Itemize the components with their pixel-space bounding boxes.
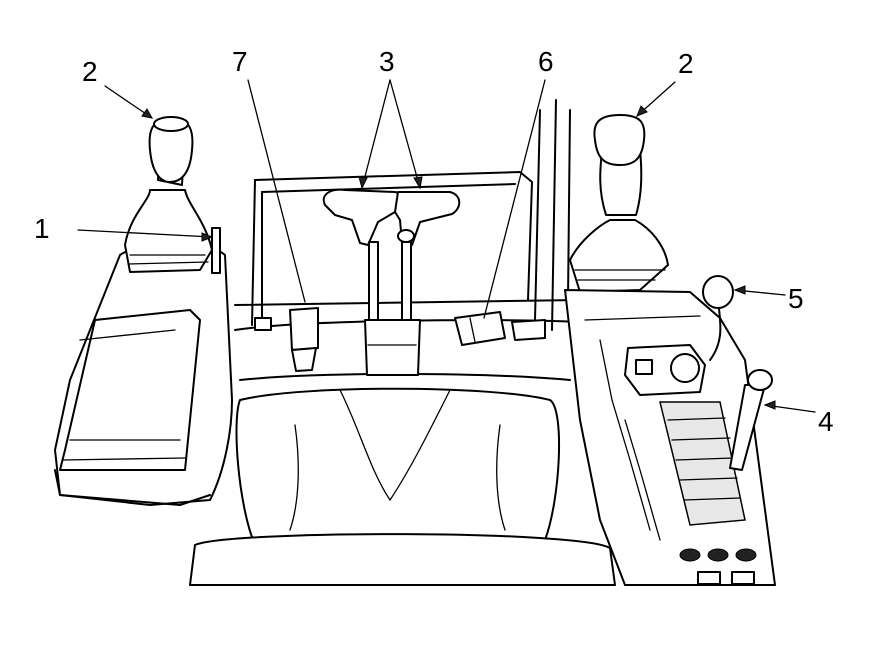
lever-4 — [729, 369, 773, 471]
callout-1: 1 — [34, 213, 50, 244]
left-joystick — [124, 116, 213, 273]
leader-lines — [77, 79, 816, 413]
travel-levers — [322, 188, 461, 376]
lock-lever — [211, 227, 221, 274]
knob-5 — [702, 275, 734, 361]
callout-2-right: 2 — [678, 48, 694, 79]
callout-7: 7 — [232, 46, 248, 77]
callout-3: 3 — [379, 46, 395, 77]
callout-5: 5 — [788, 283, 804, 314]
seat — [189, 387, 616, 586]
left-console — [54, 240, 233, 506]
right-joystick — [569, 114, 669, 293]
callout-6: 6 — [538, 46, 554, 77]
right-console — [564, 289, 776, 586]
callout-4: 4 — [818, 406, 834, 437]
callout-2-left: 2 — [82, 56, 98, 87]
pedal-6 — [454, 311, 546, 346]
pedal-7 — [254, 307, 319, 372]
